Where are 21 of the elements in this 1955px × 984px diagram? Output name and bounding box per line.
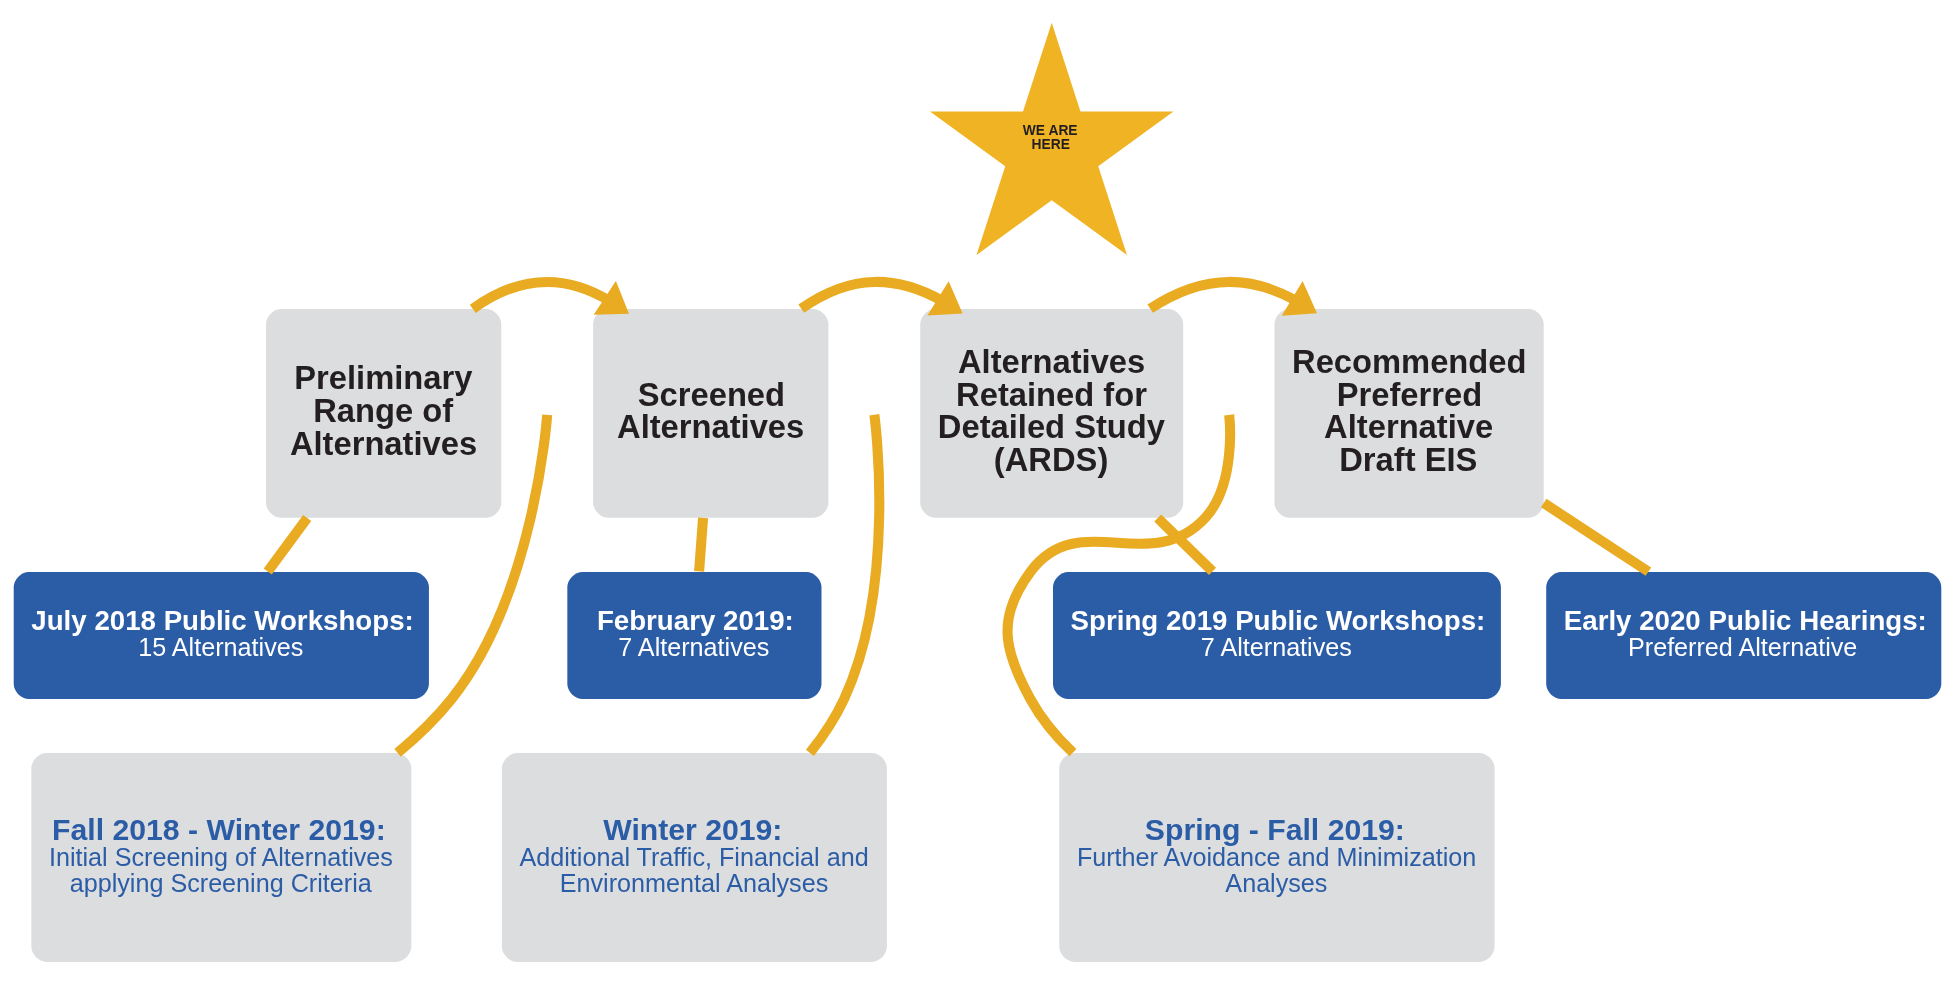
arrow — [1147, 276, 1317, 316]
node-box: Preliminary Range of Alternatives — [266, 308, 502, 518]
node-box: Screened Alternatives — [593, 308, 829, 518]
node-box: Early 2020 Public Hearings: Preferred Alternative — [1546, 571, 1942, 699]
node-box: Winter 2019: Additional Traffic, Financial and Environmental Analyses — [501, 752, 887, 962]
node-box: February 2019: 7 Alternatives — [567, 571, 822, 699]
arrow — [469, 276, 629, 315]
connector — [1002, 413, 1236, 756]
connector — [1154, 513, 1217, 575]
node-box: July 2018 Public Workshops: 15 Alternatives — [13, 571, 429, 699]
node-box: Fall 2018 - Winter 2019: Initial Screening of Alternatives applying Screening Criteria — [31, 752, 412, 962]
connector — [805, 413, 885, 756]
connector — [263, 514, 312, 574]
connector — [1541, 498, 1652, 576]
node-box: Spring - Fall 2019: Further Avoidance and Minimization Analyses — [1059, 752, 1495, 962]
connector — [394, 413, 553, 757]
node-box: Recommended Preferred Alternative Draft EIS — [1274, 308, 1544, 518]
arrow — [798, 276, 963, 316]
connector — [694, 517, 709, 572]
node-box: Alternatives Retained for Detailed Study (ARDS) — [920, 308, 1184, 518]
node-box: Spring 2019 Public Workshops: 7 Alternatives — [1053, 571, 1501, 699]
